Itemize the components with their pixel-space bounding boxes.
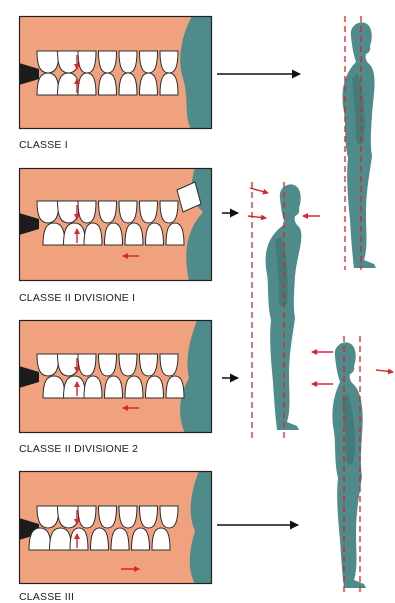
label-classe-2-div-1: CLASSE II DIVISIONE I (19, 292, 135, 304)
label-classe-1: CLASSE I (19, 139, 68, 151)
teeth-panel-classe-3 (19, 471, 212, 584)
figure-backward (332, 342, 366, 588)
human-figure-icon (332, 342, 366, 588)
human-figure-icon (343, 22, 377, 268)
label-classe-3: CLASSE III (19, 591, 74, 603)
figure-neutral (343, 22, 377, 268)
teeth-panel-classe-1 (19, 16, 212, 129)
teeth-panel-classe-2-2 (19, 320, 212, 433)
force-arrow-right (376, 370, 393, 372)
teeth-panel-classe-2-1 (19, 168, 212, 281)
force-arrow-right (250, 188, 268, 193)
force-arrow-right (248, 216, 266, 218)
label-classe-2-div-2: CLASSE II DIVISIONE 2 (19, 443, 138, 455)
